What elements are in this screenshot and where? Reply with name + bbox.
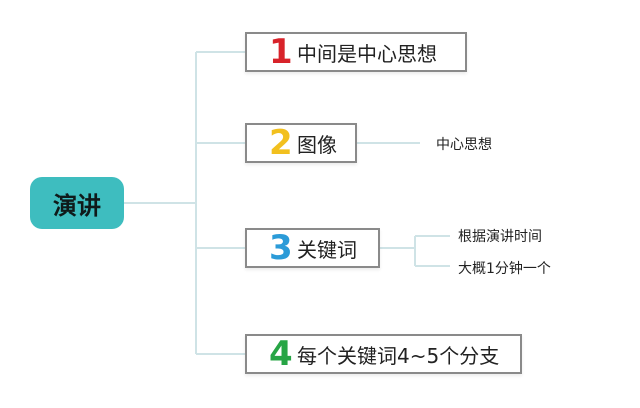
branch-node-4: 4 每个关键词4~5个分支	[245, 334, 522, 374]
branch-label-1: 中间是中心思想	[297, 41, 437, 66]
leaf-one-per-minute: 大概1分钟一个	[458, 261, 551, 277]
branch-number-2: 2	[269, 123, 293, 163]
branch-number-1: 1	[269, 32, 293, 72]
branch-number-4: 4	[269, 334, 293, 374]
branch-label-3: 关键词	[297, 237, 357, 262]
branch-3-leaf-connector	[380, 235, 450, 267]
root-node: 演讲	[30, 177, 124, 229]
leaf-central-idea: 中心思想	[436, 137, 492, 153]
root-label: 演讲	[53, 191, 101, 220]
branch-node-2: 2 图像	[245, 123, 357, 163]
branch-label-2: 图像	[297, 132, 337, 157]
branch-number-3: 3	[269, 228, 293, 268]
branch-node-1: 1 中间是中心思想	[245, 32, 467, 72]
branch-node-3: 3 关键词	[245, 228, 380, 268]
leaf-speech-time: 根据演讲时间	[458, 229, 542, 245]
branch-label-4: 每个关键词4~5个分支	[297, 343, 500, 368]
